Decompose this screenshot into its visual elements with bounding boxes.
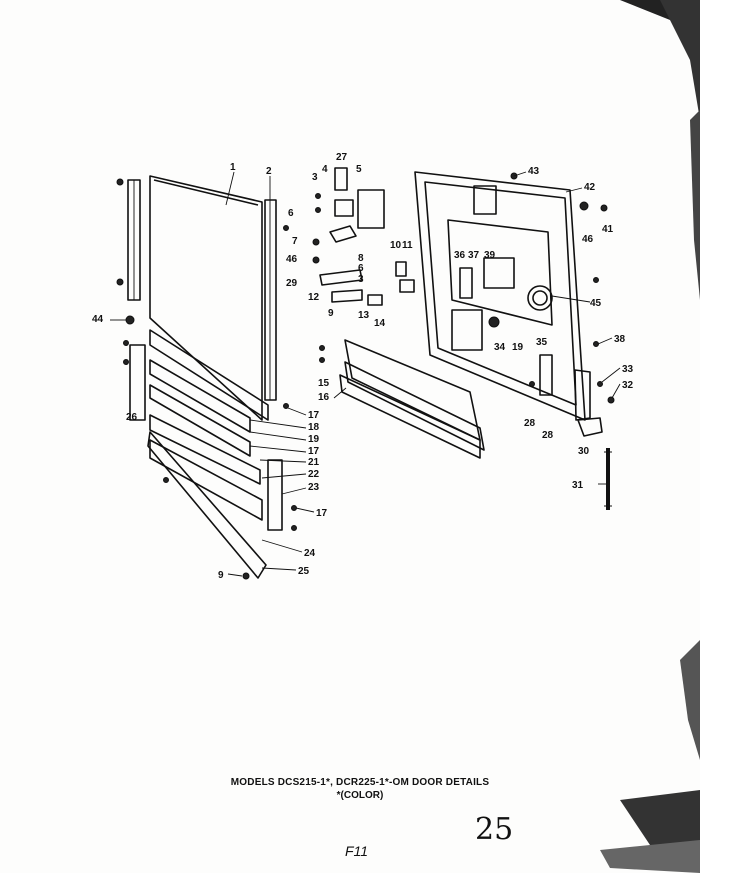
- callout-9b: 9: [218, 570, 224, 581]
- callout-30: 30: [578, 446, 590, 457]
- callout-9: 9: [328, 308, 334, 319]
- callout-22: 22: [308, 469, 320, 480]
- callout-25: 25: [298, 566, 310, 577]
- callout-46: 46: [582, 234, 594, 245]
- callout-26: 26: [126, 412, 138, 423]
- callout-28b: 28: [542, 430, 554, 441]
- callout-29: 29: [286, 278, 298, 289]
- callout-19: 19: [308, 434, 320, 445]
- callout-28: 28: [524, 418, 536, 429]
- callout-3b: 3: [358, 274, 364, 285]
- callout-8: 8: [358, 253, 364, 264]
- scan-edge-noise: [600, 0, 733, 873]
- callout-6b: 6: [358, 263, 364, 274]
- callout-labels: 1 2 27 3 4 5 6 7 46 8 10 11 6 3 29 12 9 …: [92, 152, 634, 581]
- callout-17: 17: [308, 410, 320, 421]
- callout-15: 15: [318, 378, 330, 389]
- callout-16: 16: [318, 392, 330, 403]
- callout-12: 12: [308, 292, 320, 303]
- callout-39: 39: [484, 250, 496, 261]
- outer-door-panel: [116, 175, 297, 580]
- callout-23: 23: [308, 482, 320, 493]
- callout-42: 42: [584, 182, 596, 193]
- door-spring-rod: [604, 448, 612, 510]
- callout-10: 10: [390, 240, 402, 251]
- callout-13: 13: [358, 310, 370, 321]
- callout-1: 1: [230, 162, 236, 173]
- callout-5: 5: [356, 164, 362, 175]
- callout-4: 4: [322, 164, 328, 175]
- page-code: F11: [345, 843, 369, 859]
- callout-43: 43: [528, 166, 540, 177]
- callout-31: 31: [572, 480, 584, 491]
- callout-18: 18: [308, 422, 320, 433]
- callout-44: 44: [92, 314, 104, 325]
- callout-32: 32: [622, 380, 634, 391]
- handwritten-page-number: 25: [475, 812, 514, 847]
- callout-17b: 17: [308, 446, 320, 457]
- callout-6: 6: [288, 208, 294, 219]
- inner-door-liner: [414, 171, 615, 437]
- callout-7: 7: [292, 236, 298, 247]
- callout-38: 38: [614, 334, 626, 345]
- callout-36: 36: [454, 250, 466, 261]
- diagram-caption-note: *(COLOR): [336, 790, 384, 801]
- callout-27: 27: [336, 152, 348, 163]
- diagram-caption-title: MODELS DCS215-1*, DCR225-1*-OM DOOR DETA…: [230, 777, 490, 788]
- callout-35: 35: [536, 337, 548, 348]
- callout-34: 34: [494, 342, 506, 353]
- callout-33: 33: [622, 364, 634, 375]
- latch-hardware: [312, 167, 415, 306]
- callout-2: 2: [266, 166, 272, 177]
- callout-41: 41: [602, 224, 614, 235]
- callout-19b: 19: [512, 342, 524, 353]
- inner-trim-rail: [319, 339, 485, 459]
- callout-3: 3: [312, 172, 318, 183]
- callout-14: 14: [374, 318, 386, 329]
- callout-leaders: [110, 171, 621, 577]
- callout-46a: 46: [286, 254, 298, 265]
- callout-45: 45: [590, 298, 602, 309]
- callout-11: 11: [402, 240, 413, 251]
- callout-24: 24: [304, 548, 316, 559]
- callout-37: 37: [468, 250, 480, 261]
- callout-21: 21: [308, 457, 320, 468]
- callout-17c: 17: [316, 508, 328, 519]
